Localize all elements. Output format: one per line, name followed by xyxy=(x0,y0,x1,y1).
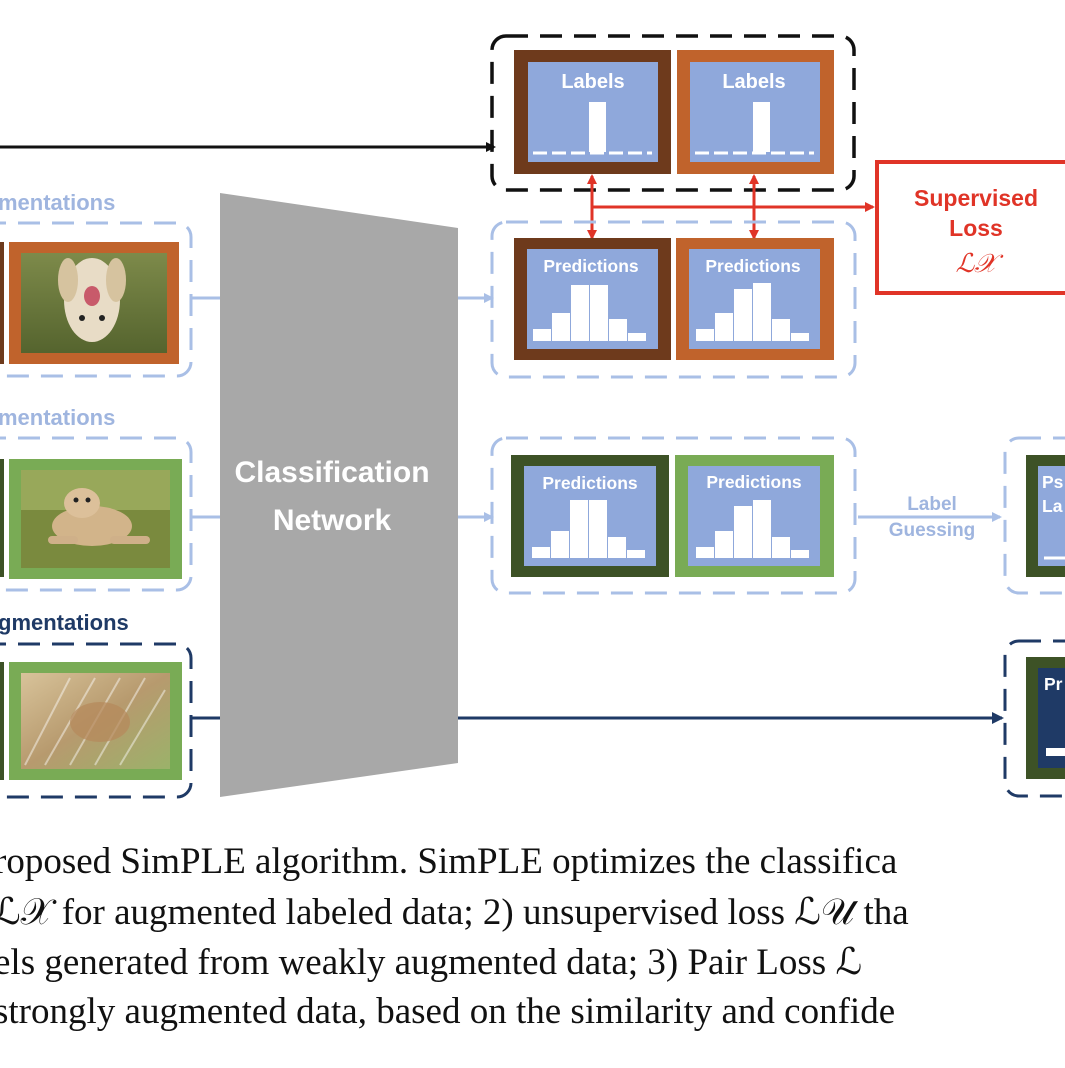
pseudo-labels-subtitle-partial: La xyxy=(1042,496,1063,516)
supervised-loss-title: Supervised xyxy=(914,185,1038,211)
augmentations-label-2: mentations xyxy=(0,405,115,430)
weak-dog-image xyxy=(9,459,182,579)
strong-dog-image xyxy=(9,662,182,780)
label-guessing-line1: Label xyxy=(907,494,957,515)
predictions-box-1: Predictions xyxy=(514,238,671,360)
figure-caption: roposed SimPLE algorithm. SimPLE optimiz… xyxy=(0,838,1065,1068)
augmentations-label-1: mentations xyxy=(0,190,115,215)
labels-box-2: Labels xyxy=(677,50,834,174)
labels-box-1-title: Labels xyxy=(561,71,624,93)
labeled-dog-image xyxy=(9,242,179,364)
classification-network xyxy=(220,193,458,797)
strong-predictions-title-partial: Pr xyxy=(1044,674,1063,694)
predictions-box-2: Predictions xyxy=(676,238,834,360)
supervised-loss-subtitle: Loss xyxy=(949,215,1003,241)
network-title-line1: Classification xyxy=(234,456,429,489)
labels-box-2-title: Labels xyxy=(722,71,785,93)
predictions-box-2-title: Predictions xyxy=(705,256,801,276)
predictions-box-4-title: Predictions xyxy=(706,472,802,492)
simple-algorithm-diagram: Labels Labels Supervised Loss ℒ𝒳 mentati… xyxy=(0,34,1065,799)
weak-augment-container xyxy=(0,436,193,592)
network-title-line2: Network xyxy=(273,504,392,537)
label-guessing-line2: Guessing xyxy=(889,520,976,541)
predictions-box-4: Predictions xyxy=(675,455,834,577)
caption-line-4: strongly augmented data, based on the si… xyxy=(0,991,896,1032)
weak-predictions-container xyxy=(490,436,857,595)
pseudo-labels-title-partial: Ps xyxy=(1042,472,1064,492)
pseudo-labels-box: Ps La xyxy=(1026,455,1065,577)
supervised-loss-box: Supervised Loss ℒ𝒳 xyxy=(875,160,1065,295)
augmentations-label-3: gmentations xyxy=(0,610,129,635)
labeled-predictions-container xyxy=(490,220,857,379)
strong-augment-container xyxy=(0,642,193,799)
caption-line-3: els generated from weakly augmented data… xyxy=(0,942,863,983)
caption-line-1: roposed SimPLE algorithm. SimPLE optimiz… xyxy=(0,841,898,882)
predictions-box-1-title: Predictions xyxy=(543,256,639,276)
pseudo-labels-container xyxy=(1003,436,1065,595)
labels-box-1: Labels xyxy=(514,50,671,174)
supervised-loss-symbol: ℒ𝒳 xyxy=(955,249,1004,279)
strong-predictions-container xyxy=(1003,639,1065,798)
predictions-box-3-title: Predictions xyxy=(542,473,638,493)
predictions-box-3: Predictions xyxy=(511,455,669,577)
strong-predictions-box: Pr xyxy=(1026,657,1065,779)
caption-line-2: ℒ𝒳 for augmented labeled data; 2) unsupe… xyxy=(0,892,909,933)
labels-container xyxy=(490,34,856,192)
